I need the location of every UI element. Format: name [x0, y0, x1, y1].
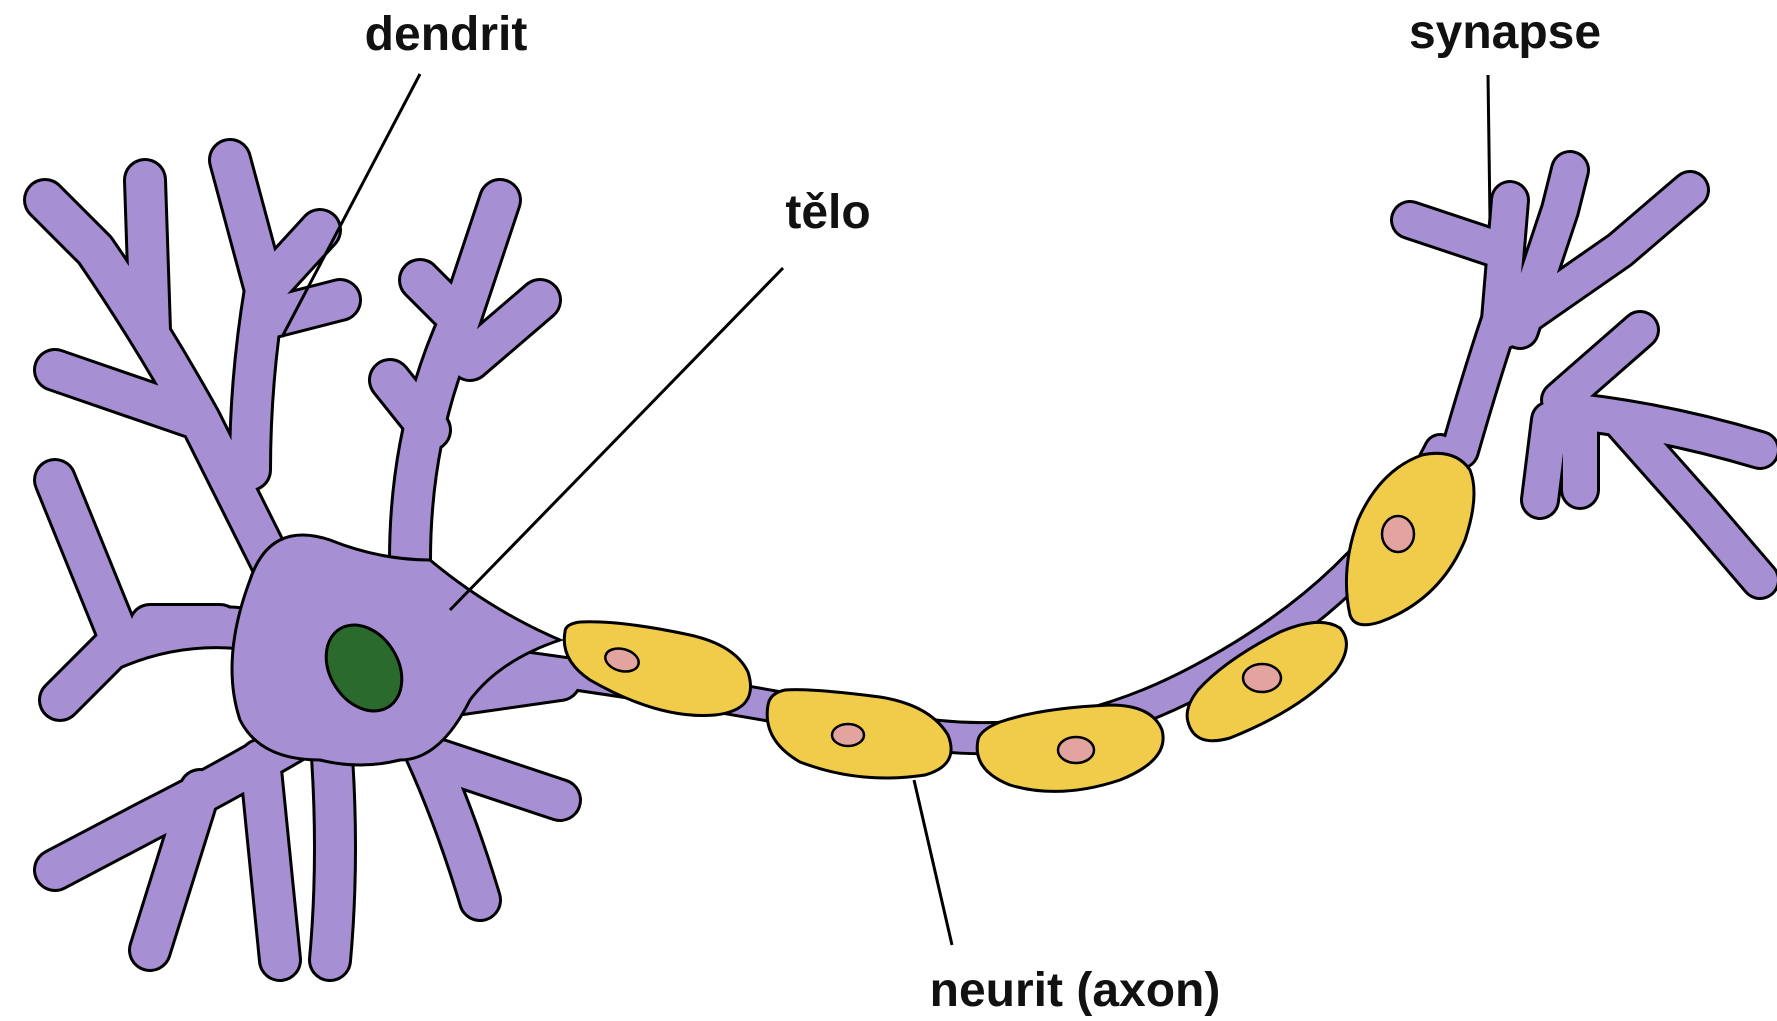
- label-dendrite: dendrit: [365, 8, 528, 61]
- label-axon: neurit (axon): [930, 964, 1221, 1017]
- label-body: tělo: [785, 186, 870, 239]
- myelin-sheath: [564, 622, 750, 716]
- label-synapse: synapse: [1409, 6, 1601, 59]
- myelin-sheath: [1187, 622, 1346, 740]
- myelin-sheath: [977, 705, 1163, 791]
- leader-axon: [914, 780, 952, 945]
- myelin-sheath: [767, 690, 951, 778]
- myelin-sheath: [1346, 453, 1474, 624]
- cell-body: [232, 535, 560, 765]
- myelin-sheaths: [564, 453, 1474, 791]
- leader-synapse: [1488, 75, 1490, 220]
